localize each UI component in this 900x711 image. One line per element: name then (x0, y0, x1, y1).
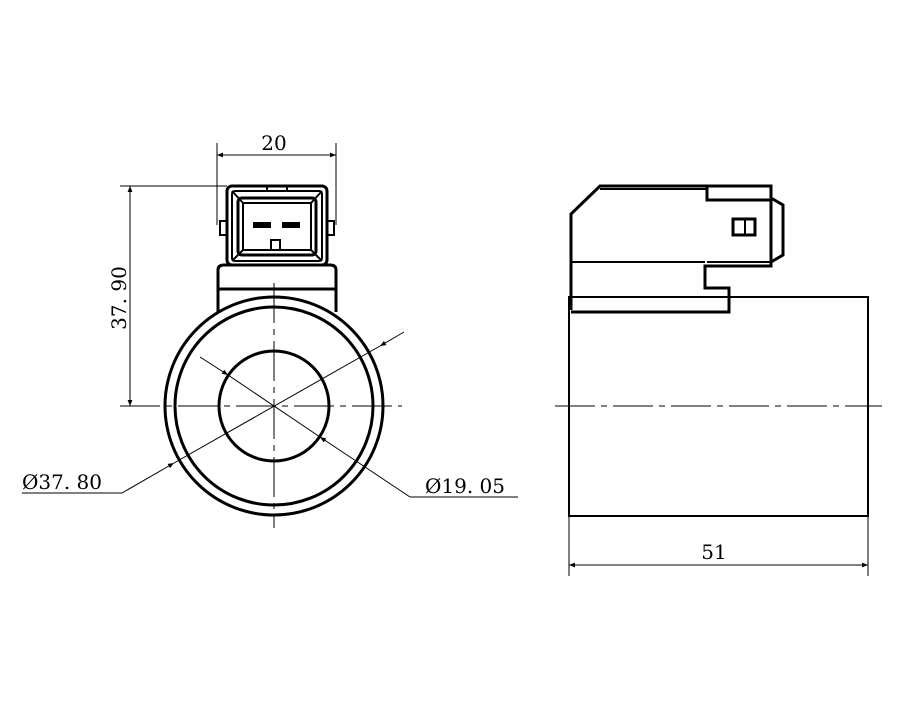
side-connector (569, 184, 785, 314)
front-view: 20 37. 90 Ø37. 80 Ø19. 05 (22, 131, 518, 528)
outer-diameter-dimension: Ø37. 80 (22, 470, 102, 494)
pin-slot-icon (253, 222, 271, 228)
height-dimension: 37. 90 (107, 266, 131, 330)
pin-slot-icon (282, 222, 300, 228)
length-dimension: 51 (701, 540, 726, 564)
inner-diameter-dimension: Ø19. 05 (425, 474, 505, 498)
width-dimension: 20 (261, 131, 286, 155)
connector-housing (216, 184, 338, 312)
side-view: 51 (555, 184, 882, 576)
